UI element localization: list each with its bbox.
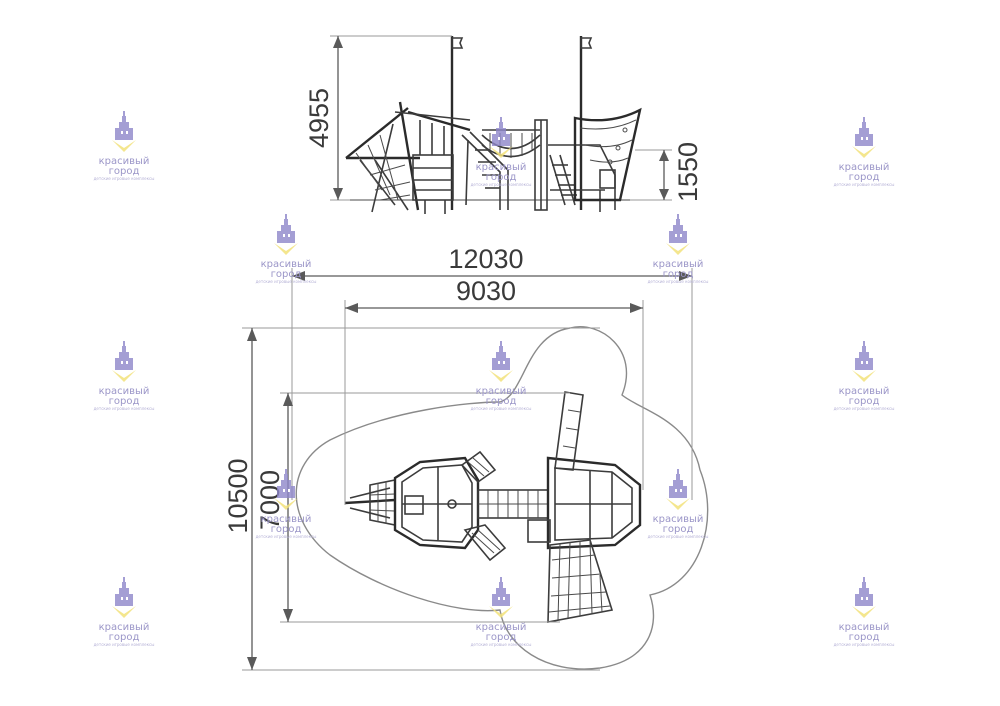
watermark-1: красивый город детские игровые комплексы (94, 111, 155, 181)
watermark-tagline: детские игровые комплексы (834, 406, 895, 411)
watermark-tagline: детские игровые комплексы (94, 406, 155, 411)
watermark-brand: красивый (476, 386, 527, 397)
watermark-brand-2: город (849, 632, 880, 643)
watermark-brand-2: город (849, 396, 880, 407)
watermark-3: красивый город детские игровые комплексы (471, 117, 532, 187)
watermark-brand-2: город (486, 172, 517, 183)
stern-hull (573, 107, 642, 202)
watermark-tagline: детские игровые комплексы (648, 279, 709, 284)
dimension-structure-width: 7000 (255, 392, 570, 623)
overall-length-label: 12030 (448, 244, 523, 274)
watermark-tagline: детские игровые комплексы (648, 534, 709, 539)
rear-mast (579, 36, 593, 210)
bow-rope-net (345, 107, 420, 213)
front-tower (394, 101, 471, 214)
watermark-brand-2: город (663, 524, 694, 535)
watermark-brand-2: город (109, 166, 140, 177)
safety-zone-outline (295, 326, 709, 670)
watermark-13: красивый город детские игровые комплексы (834, 577, 895, 647)
dimension-platform-height: 1550 (630, 142, 703, 202)
watermark-brand-2: город (271, 524, 302, 535)
watermark-brand: красивый (261, 259, 312, 270)
watermark-brand: красивый (99, 622, 150, 633)
overall-width-label: 10500 (223, 458, 253, 533)
dimension-structure-length: 9030 (344, 276, 644, 505)
watermark-10: красивый город детские игровые комплексы (648, 469, 709, 539)
dimension-overall-width: 10500 (223, 327, 600, 671)
watermark-4: красивый город детские игровые комплексы (648, 214, 709, 284)
top-plan-view: 12030 9030 10500 7000 (223, 244, 709, 671)
ship-plan (344, 391, 642, 623)
watermark-tagline: детские игровые комплексы (256, 279, 317, 284)
watermark-brand: красивый (99, 156, 150, 167)
watermark-brand: красивый (839, 386, 890, 397)
front-mast (450, 36, 464, 210)
watermark-brand: красивый (839, 162, 890, 173)
structure-length-label: 9030 (456, 276, 516, 306)
watermark-tagline: детские игровые комплексы (471, 182, 532, 187)
watermark-brand-2: город (109, 632, 140, 643)
watermark-6: красивый город детские игровые комплексы (94, 341, 155, 411)
structure-width-label: 7000 (255, 470, 285, 530)
watermark-5: красивый город детские игровые комплексы (834, 117, 895, 187)
watermark-tagline: детские игровые комплексы (94, 176, 155, 181)
watermark-brand: красивый (476, 622, 527, 633)
watermark-brand: красивый (839, 622, 890, 633)
dimension-overall-length: 12030 (291, 244, 693, 500)
watermark-tagline: детские игровые комплексы (256, 534, 317, 539)
watermark-11: красивый город детские игровые комплексы (94, 577, 155, 647)
watermark-brand-2: город (486, 632, 517, 643)
side-height-label: 4955 (304, 88, 334, 148)
watermark-brand: красивый (261, 514, 312, 525)
watermark-tagline: детские игровые комплексы (834, 642, 895, 647)
watermark-8: красивый город детские игровые комплексы (834, 341, 895, 411)
dimension-side-height: 4955 (304, 35, 452, 201)
watermark-12: красивый город детские игровые комплексы (471, 577, 532, 647)
watermark-brand-2: город (849, 172, 880, 183)
watermark-9: красивый город детские игровые комплексы (256, 469, 317, 539)
watermark-2: красивый город детские игровые комплексы (256, 214, 317, 284)
watermark-brand: красивый (99, 386, 150, 397)
watermark-brand: красивый (653, 259, 704, 270)
watermark-tagline: детские игровые комплексы (471, 642, 532, 647)
watermark-brand-2: город (663, 269, 694, 280)
watermark-brand: красивый (476, 162, 527, 173)
watermark-7: красивый город детские игровые комплексы (471, 341, 532, 411)
watermark-brand-2: город (109, 396, 140, 407)
watermark-tagline: детские игровые комплексы (94, 642, 155, 647)
watermark-tagline: детские игровые комплексы (471, 406, 532, 411)
side-elevation-view: 4955 1550 (304, 35, 703, 214)
watermark-tagline: детские игровые комплексы (834, 182, 895, 187)
watermark-brand-2: город (486, 396, 517, 407)
watermark-brand: красивый (653, 514, 704, 525)
watermark-brand-2: город (271, 269, 302, 280)
platform-height-label: 1550 (673, 142, 703, 202)
